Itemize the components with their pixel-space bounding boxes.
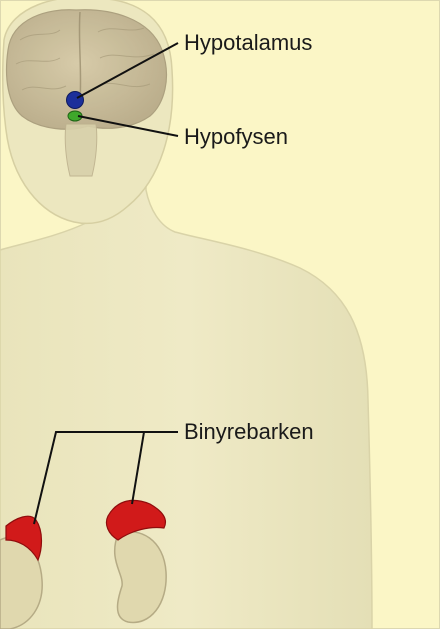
brainstem xyxy=(65,124,97,176)
torso-silhouette xyxy=(0,150,372,629)
brain-shape xyxy=(7,10,167,129)
label-binyrebarken: Binyrebarken xyxy=(184,421,314,443)
label-hypofysen: Hypofysen xyxy=(184,126,288,148)
label-hypotalamus: Hypotalamus xyxy=(184,32,312,54)
hypotalamus-marker xyxy=(67,92,84,109)
